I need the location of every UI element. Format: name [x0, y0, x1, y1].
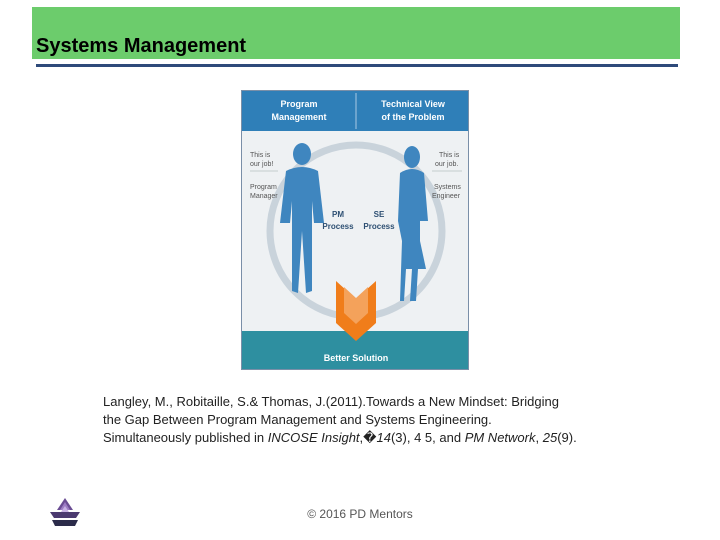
right-quote-line1: This is — [439, 152, 460, 159]
systems-engineer-silhouette — [398, 146, 428, 301]
right-heading-line1: Technical View — [381, 99, 446, 109]
volume-insight: 14 — [377, 430, 391, 445]
pm-process-line1: PM — [332, 210, 344, 219]
right-quote-line2: our job. — [435, 161, 458, 168]
figure-illustration: Program Management Technical View of the… — [242, 91, 469, 370]
pd-mentors-logo-icon — [46, 496, 84, 528]
left-role-line2: Manager — [250, 193, 278, 200]
citation-block: Langley, M., Robitaille, S.& Thomas, J.(… — [103, 393, 663, 447]
citation-line1: Langley, M., Robitaille, S.& Thomas, J.(… — [103, 393, 663, 411]
left-heading-line2: Management — [271, 112, 326, 122]
better-solution-label: Better Solution — [324, 353, 389, 363]
left-quote-line2: our job! — [250, 161, 273, 168]
citation-prefix: Simultaneously published in — [103, 430, 268, 445]
left-role-line1: Program — [250, 184, 277, 191]
issue-pm-network: (9). — [557, 430, 577, 445]
pm-se-figure: Program Management Technical View of the… — [241, 90, 469, 370]
citation-line3: Simultaneously published in INCOSE Insig… — [103, 429, 663, 447]
right-role-line1: Systems — [434, 184, 461, 191]
footer-copyright: © 2016 PD Mentors — [280, 507, 440, 521]
citation-line2: the Gap Between Program Management and S… — [103, 411, 663, 429]
se-process-line1: SE — [374, 210, 385, 219]
right-role-line2: Engineer — [432, 193, 461, 200]
title-bar: Systems Management — [32, 7, 680, 59]
issue-insight: (3), 4 5, and — [391, 430, 465, 445]
right-heading-line2: of the Problem — [381, 112, 444, 122]
se-process-line2: Process — [363, 222, 395, 231]
journal-pm-network: PM Network — [465, 430, 536, 445]
citation-sep1: ,� — [360, 430, 377, 445]
title-divider — [36, 64, 678, 67]
journal-insight: INCOSE Insight — [268, 430, 360, 445]
volume-pm-network: 25 — [543, 430, 557, 445]
pm-process-line2: Process — [322, 222, 354, 231]
slide-title: Systems Management — [36, 35, 246, 58]
citation-sep2: , — [535, 430, 542, 445]
left-quote-line1: This is — [250, 152, 271, 159]
left-heading-line1: Program — [280, 99, 317, 109]
